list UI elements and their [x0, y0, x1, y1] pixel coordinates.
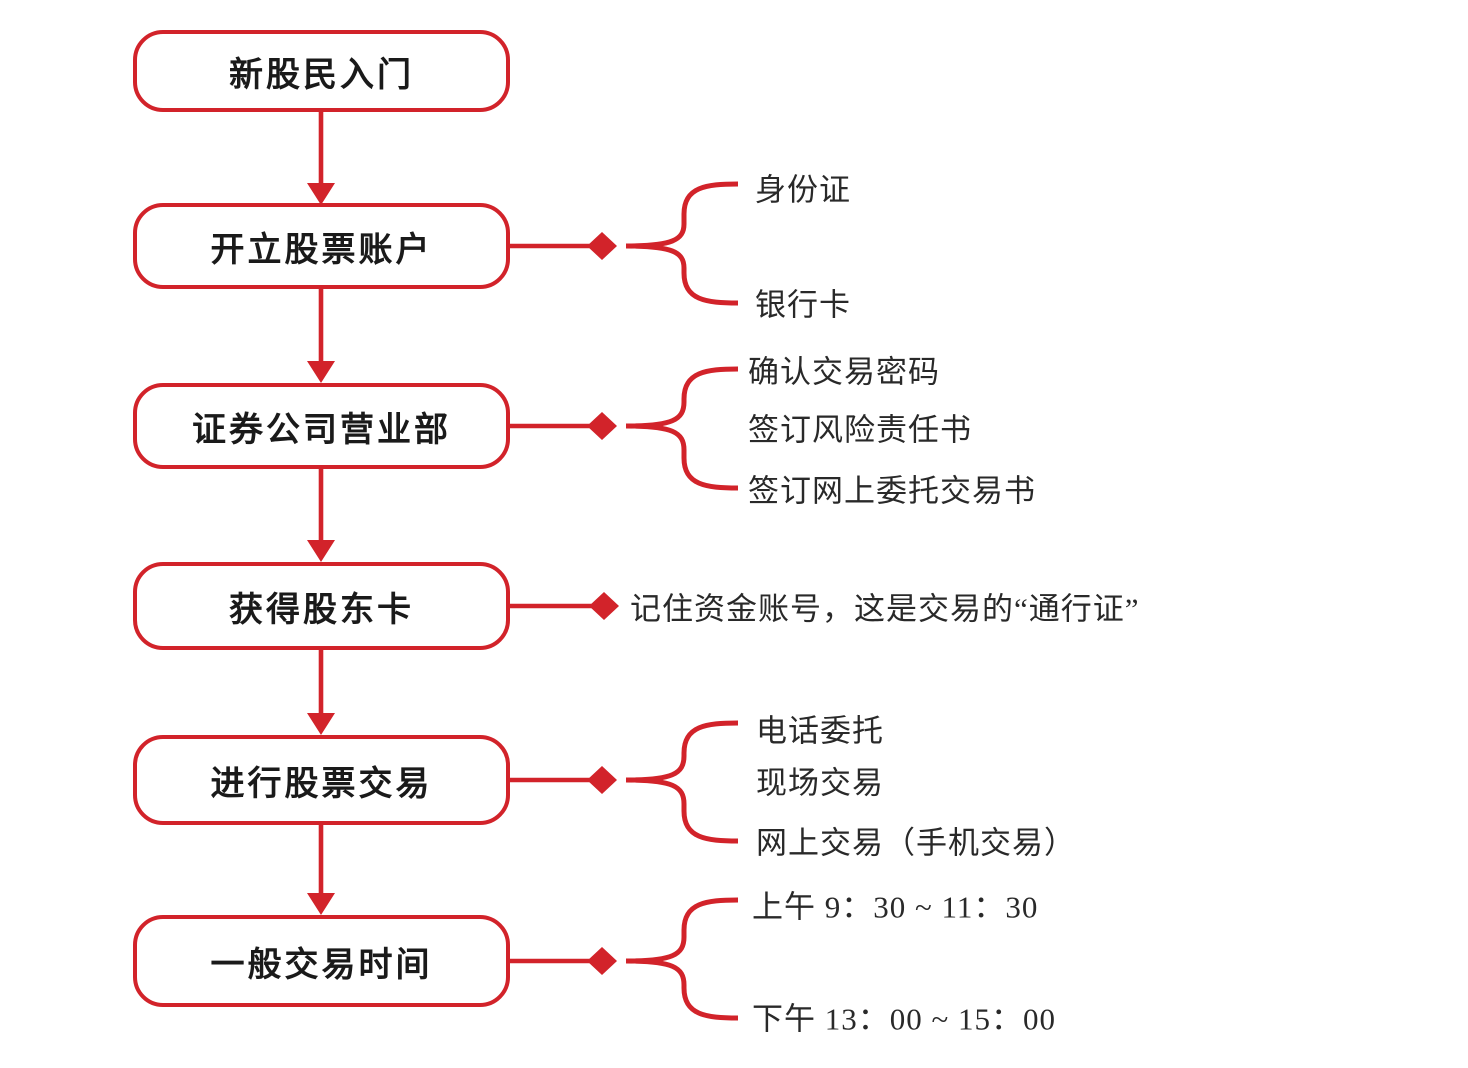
down-arrow-icon: [307, 469, 335, 562]
down-arrow-icon: [307, 650, 335, 735]
note-fund-account: 记住资金账号，这是交易的“通行证”: [630, 591, 1140, 627]
diamond-marker-icon: [587, 947, 617, 975]
branch-bank-card: 银行卡: [755, 287, 851, 323]
brace-icon: [625, 366, 739, 491]
flow-step-shareholder-card: 获得股东卡: [133, 562, 510, 650]
branch-id-card: 身份证: [755, 172, 851, 208]
branch-risk-agreement: 签订风险责任书: [748, 412, 972, 448]
branch-floor-trading: 现场交易: [756, 765, 884, 801]
step-label: 一般交易时间: [210, 945, 433, 984]
step-label: 证券公司营业部: [192, 410, 451, 449]
flow-step-brokerage-office: 证券公司营业部: [133, 383, 510, 469]
step-label: 进行股票交易: [210, 764, 433, 803]
branch-morning-session: 上午 9：30 ~ 11：30: [752, 889, 1039, 925]
flow-step-trading-hours: 一般交易时间: [133, 915, 510, 1007]
branch-afternoon-session: 下午 13：00 ~ 15：00: [752, 1001, 1057, 1037]
branch-connector: [508, 720, 739, 844]
branch-online-trading-agreement: 签订网上委托交易书: [748, 473, 1036, 509]
branch-confirm-password: 确认交易密码: [748, 354, 940, 390]
flow-step-open-account: 开立股票账户: [133, 203, 510, 289]
down-arrow-icon: [307, 289, 335, 383]
diamond-marker-icon: [587, 412, 617, 440]
brace-icon: [625, 897, 739, 1021]
note-connector: [508, 592, 619, 620]
down-arrow-icon: [307, 825, 335, 915]
diamond-marker-icon: [587, 766, 617, 794]
step-label: 新股民入门: [229, 55, 414, 94]
flow-step-stock-trading: 进行股票交易: [133, 735, 510, 825]
step-label: 开立股票账户: [210, 230, 433, 269]
branch-phone-order: 电话委托: [756, 713, 884, 749]
brace-icon: [625, 181, 739, 306]
diamond-marker-icon: [589, 592, 619, 620]
brace-icon: [625, 720, 739, 844]
diamond-marker-icon: [587, 232, 617, 260]
step-label: 获得股东卡: [229, 590, 414, 629]
down-arrow-icon: [307, 112, 335, 205]
branch-connector: [508, 366, 739, 491]
branch-connector: [508, 181, 739, 306]
branch-online-trading: 网上交易（手机交易）: [756, 825, 1076, 861]
branch-connector: [508, 897, 739, 1021]
flow-step-new-investor: 新股民入门: [133, 30, 510, 112]
